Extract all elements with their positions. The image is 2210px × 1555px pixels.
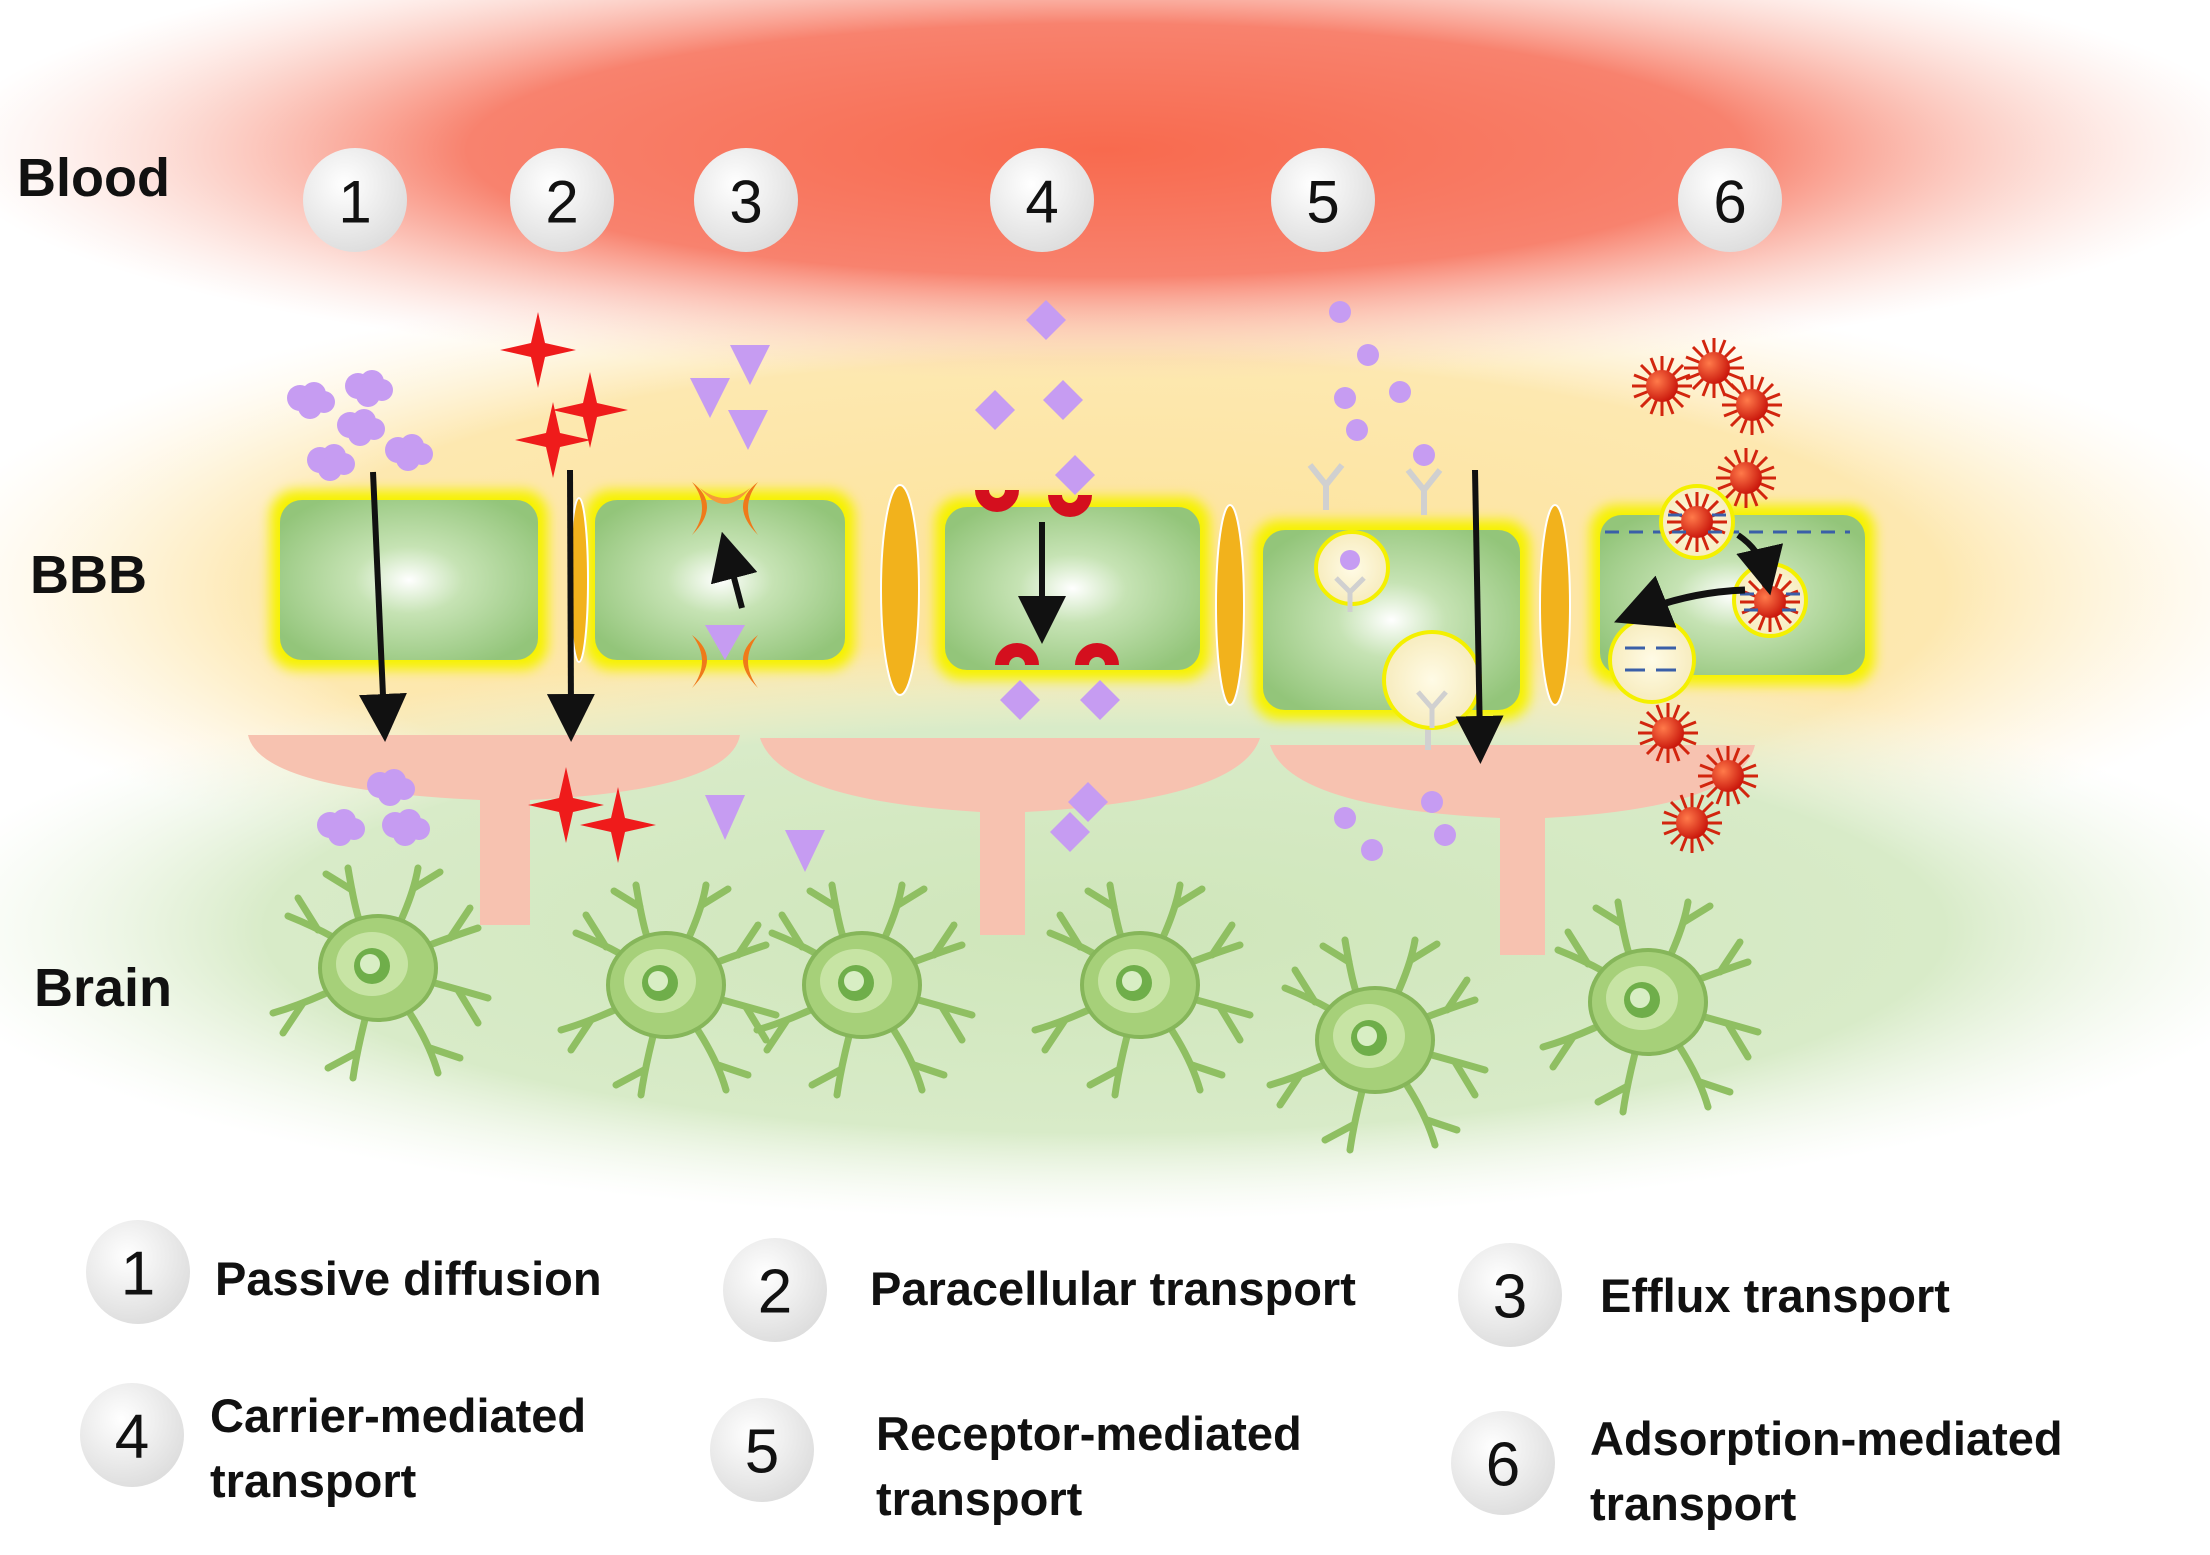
pathway-receptor-mediated [1307, 301, 1504, 861]
legend-label-paracellular-transport: Paracellular transport [870, 1262, 1356, 1315]
endothelial-cell-3 [945, 507, 1200, 670]
astrocyte-foot-2 [760, 738, 1260, 935]
endothelial-cell-1 [280, 500, 538, 660]
legend-label-receptor-mediated-line2: transport [876, 1472, 1083, 1525]
step-number-5: 5 [1306, 169, 1339, 236]
pathway-adsorption-mediated [1605, 336, 1850, 855]
adsorptive-vesicle-3 [1608, 616, 1696, 704]
legend-label-receptor-mediated: Receptor-mediated [876, 1407, 1302, 1460]
efflux-pump-bottom [692, 635, 758, 688]
legend-number: 4 [115, 1403, 149, 1472]
legend-label-passive-diffusion: Passive diffusion [215, 1252, 602, 1305]
step-number-2: 2 [545, 169, 578, 236]
legend-number: 3 [1493, 1263, 1527, 1332]
tight-junctions [569, 484, 1571, 706]
carrier-proteins-bottom [995, 643, 1119, 665]
legend-label-carrier-mediated-line2: transport [210, 1454, 417, 1507]
arrow-passive-diffusion [358, 471, 407, 742]
legend-item-6: 6 Adsorption-mediated transport [1451, 1411, 2063, 1530]
tight-junction-4 [1539, 504, 1571, 706]
arrow-paracellular [546, 469, 595, 742]
legend-number: 5 [745, 1418, 779, 1487]
step-circle-3 [694, 148, 798, 252]
carrier-proteins-top [975, 490, 1092, 517]
region-label-blood: Blood [17, 148, 170, 208]
arrow-efflux [710, 531, 758, 609]
legend-item-1: 1 Passive diffusion [86, 1220, 602, 1324]
pathway-efflux [690, 345, 825, 872]
legend-label-efflux-transport: Efflux transport [1600, 1269, 1950, 1322]
step-circle-4 [990, 148, 1094, 252]
region-label-brain: Brain [34, 958, 172, 1018]
step-circle-2 [510, 148, 614, 252]
legend-item-3: 3 Efflux transport [1458, 1243, 1950, 1347]
step-number-6: 6 [1713, 169, 1746, 236]
tight-junction-2 [880, 484, 920, 696]
pathway-passive-diffusion [287, 370, 433, 846]
arrow-adsorption-1 [1736, 532, 1784, 596]
legend-label-carrier-mediated: Carrier-mediated [210, 1389, 586, 1442]
legend-label-adsorption-mediated: Adsorption-mediated [1590, 1412, 2063, 1465]
legend-item-2: 2 Paracellular transport [723, 1238, 1356, 1342]
astrocyte-foot-3 [1270, 745, 1755, 955]
legend-item-5: 5 Receptor-mediated transport [710, 1398, 1302, 1525]
legend-number: 1 [121, 1240, 155, 1309]
region-label-bbb: BBB [30, 545, 147, 605]
step-number-3: 3 [729, 169, 762, 236]
pathway-paracellular [500, 312, 656, 863]
arrow-adsorption-2 [1614, 575, 1746, 628]
legend: 1 Passive diffusion 2 Paracellular trans… [80, 1220, 2063, 1530]
pathway-carrier-mediated [975, 300, 1120, 852]
step-markers: 1 2 3 4 5 6 [303, 148, 1782, 252]
step-circle-1 [303, 148, 407, 252]
legend-number: 6 [1486, 1431, 1520, 1500]
brain-zone [0, 640, 2210, 1220]
legend-label-adsorption-mediated-line2: transport [1590, 1477, 1797, 1530]
step-circle-6 [1678, 148, 1782, 252]
step-circle-5 [1271, 148, 1375, 252]
efflux-pump-top [692, 482, 758, 535]
blood-zone [0, 0, 2210, 380]
tight-junction-3 [1215, 504, 1245, 706]
step-number-4: 4 [1025, 169, 1058, 236]
legend-item-4: 4 Carrier-mediated transport [80, 1383, 586, 1507]
legend-number: 2 [758, 1258, 792, 1327]
step-number-1: 1 [338, 169, 371, 236]
arrow-receptor-mediated [1455, 469, 1504, 764]
